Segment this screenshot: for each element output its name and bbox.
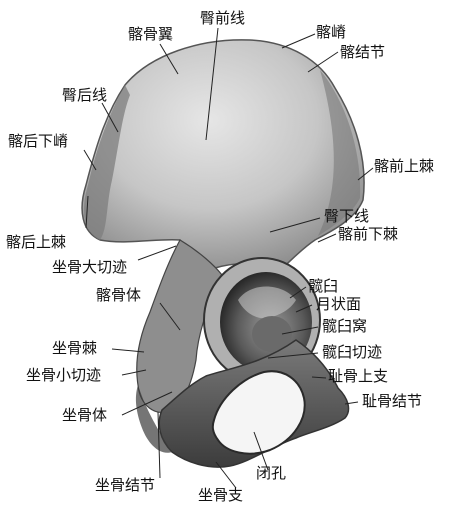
leader-greater-sciatic-notch bbox=[138, 246, 176, 260]
label-obturator-foramen: 闭孔 bbox=[256, 465, 286, 482]
label-pubic-tubercle: 耻骨结节 bbox=[362, 393, 422, 410]
label-acetabular-fossa: 髋臼窝 bbox=[322, 318, 367, 335]
label-ischial-tuberosity: 坐骨结节 bbox=[95, 477, 155, 494]
label-posterior-gluteal-line: 臀后线 bbox=[62, 87, 107, 104]
label-ischial-ramus: 坐骨支 bbox=[198, 487, 243, 504]
label-lesser-sciatic-notch: 坐骨小切迹 bbox=[26, 367, 101, 384]
label-iliac-tubercle: 髂结节 bbox=[340, 44, 385, 61]
label-anterior-superior-iliac-spine: 髂前上棘 bbox=[374, 158, 434, 175]
label-superior-pubic-ramus: 耻骨上支 bbox=[328, 368, 388, 385]
label-iliac-crest: 髂嵴 bbox=[316, 24, 346, 41]
label-anterior-gluteal-line: 臀前线 bbox=[200, 10, 245, 27]
label-body-of-ischium: 坐骨体 bbox=[62, 407, 107, 424]
leader-iliac-crest bbox=[282, 34, 315, 48]
label-posterior-inferior-iliac-spine: 髂后下嵴 bbox=[8, 133, 68, 150]
label-anterior-inferior-iliac-spine: 髂前下棘 bbox=[338, 226, 398, 243]
label-body-of-ilium: 髂骨体 bbox=[96, 287, 141, 304]
label-iliac-wing: 髂骨翼 bbox=[128, 26, 173, 43]
label-acetabular-notch: 髋臼切迹 bbox=[322, 344, 382, 361]
label-ischial-spine: 坐骨棘 bbox=[52, 340, 97, 357]
label-inferior-gluteal-line: 臀下线 bbox=[324, 208, 369, 225]
label-posterior-superior-iliac-spine: 髂后上棘 bbox=[6, 234, 66, 251]
label-greater-sciatic-notch: 坐骨大切迹 bbox=[52, 259, 127, 276]
label-lunate-surface: 月状面 bbox=[316, 296, 361, 313]
label-acetabulum: 髋臼 bbox=[308, 278, 338, 295]
